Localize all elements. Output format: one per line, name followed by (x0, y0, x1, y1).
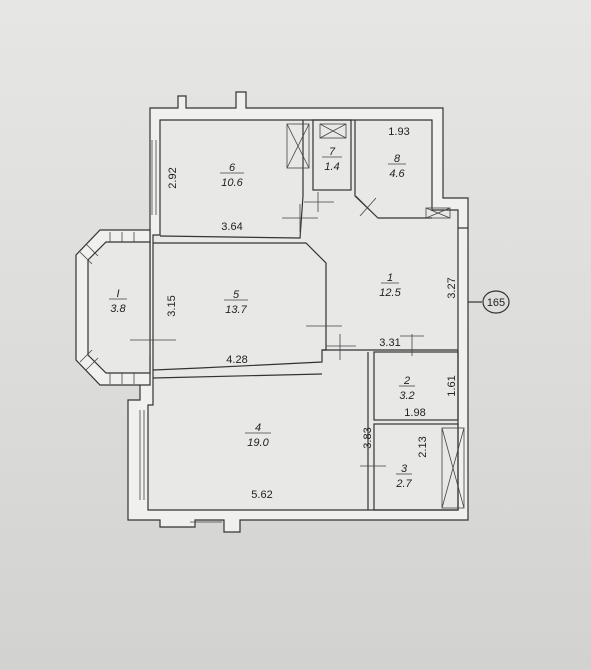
interior-walls (152, 119, 468, 511)
room-3-label: 3 2.7 (395, 463, 412, 490)
room-1-area: 12.5 (379, 287, 401, 299)
room-5-id: 5 (233, 289, 240, 301)
room-3-id: 3 (401, 463, 408, 475)
door-marks (130, 192, 424, 467)
room-7-area: 1.4 (324, 161, 339, 173)
dim-3-31: 3.31 (379, 337, 400, 349)
room-4-id: 4 (255, 422, 261, 434)
room-I-id: I (116, 288, 119, 300)
dim-2-13: 2.13 (417, 436, 429, 457)
room-4-label: 4 19.0 (245, 422, 271, 449)
room-1-id: 1 (387, 272, 393, 284)
dim-1-98: 1.98 (404, 407, 425, 419)
room-8-area: 4.6 (389, 168, 405, 180)
dim-3-27: 3.27 (446, 277, 458, 298)
room-6-area: 10.6 (221, 177, 243, 189)
dim-3-83: 3.83 (362, 427, 374, 448)
room-labels: 1 12.5 2 3.2 3 2.7 4 19.0 5 13.7 6 10.6 (109, 146, 415, 490)
apartment-number: 165 (487, 297, 505, 309)
left-windows (139, 140, 222, 523)
room-I-area: 3.8 (110, 303, 126, 315)
room-2-label: 2 3.2 (399, 375, 415, 402)
room-8-label: 8 4.6 (388, 153, 406, 180)
dim-1-93: 1.93 (388, 126, 409, 138)
dim-2-92: 2.92 (167, 167, 179, 188)
room-6-id: 6 (229, 162, 236, 174)
room-2-area: 3.2 (399, 390, 414, 402)
room-8-id: 8 (394, 153, 401, 165)
dim-3-64: 3.64 (221, 221, 242, 233)
room-7-id: 7 (329, 146, 336, 158)
dim-5-62: 5.62 (251, 489, 272, 501)
room-2-id: 2 (403, 375, 410, 387)
room-4-area: 19.0 (247, 437, 269, 449)
dim-4-28: 4.28 (226, 354, 247, 366)
dim-1-61: 1.61 (446, 375, 458, 396)
dim-3-15: 3.15 (166, 295, 178, 316)
room-3-area: 2.7 (395, 478, 412, 490)
apartment-number-marker: 165 (468, 290, 510, 314)
bay-window-glazing (79, 232, 135, 384)
room-5-label: 5 13.7 (224, 289, 248, 316)
room-1-label: 1 12.5 (379, 272, 401, 299)
room-6-label: 6 10.6 (220, 162, 244, 189)
room-5-area: 13.7 (225, 304, 247, 316)
room-I-label: I 3.8 (109, 288, 127, 315)
room-7-label: 7 1.4 (322, 146, 342, 173)
dimension-labels: 2.92 3.64 1.93 3.15 4.28 3.27 3.31 1.61 … (166, 126, 458, 501)
shafts (286, 123, 465, 509)
